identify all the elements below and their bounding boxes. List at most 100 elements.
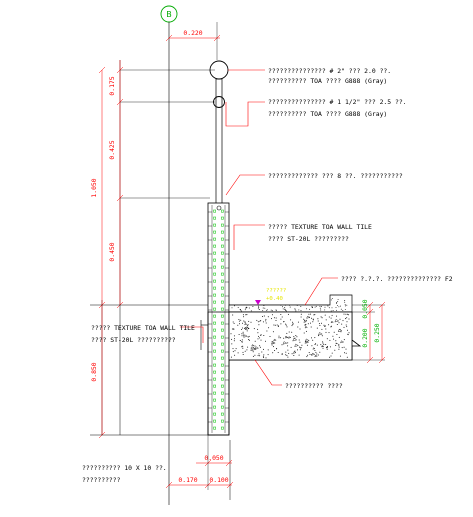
hatch-dot bbox=[311, 317, 312, 319]
hatch-dot bbox=[299, 328, 301, 330]
hatch-dot bbox=[329, 356, 331, 358]
hatch-dot bbox=[232, 321, 234, 323]
leader-floor bbox=[304, 277, 338, 306]
note-tile-right-1: ????? TEXTURE TOA WALL TILE bbox=[268, 223, 372, 231]
hatch-dot bbox=[346, 326, 348, 328]
hatch-dot bbox=[321, 317, 323, 319]
hatch-aggregate bbox=[304, 340, 310, 344]
hatch-dot bbox=[338, 322, 340, 324]
hatch-dot bbox=[329, 346, 331, 348]
hatch-dot bbox=[334, 349, 336, 351]
hatch-dot bbox=[342, 310, 344, 312]
hatch-dot bbox=[324, 314, 326, 316]
hatch-dot bbox=[332, 310, 334, 312]
hatch-dot bbox=[262, 355, 264, 357]
hatch-dot bbox=[291, 331, 293, 333]
hatch-dot bbox=[285, 351, 287, 353]
hatch-dot bbox=[233, 322, 235, 324]
concrete-hatch bbox=[230, 313, 350, 359]
hatch-dot bbox=[280, 323, 282, 325]
hatch-dot bbox=[310, 326, 312, 328]
hatch-dot bbox=[300, 347, 302, 349]
hatch-dot bbox=[330, 317, 332, 319]
hatch-dot bbox=[333, 331, 335, 333]
hatch-dot bbox=[260, 334, 261, 336]
hatch-dot bbox=[253, 348, 255, 350]
hatch-dot bbox=[293, 336, 295, 338]
hatch-dot bbox=[338, 346, 340, 348]
hatch-dot bbox=[281, 344, 283, 346]
rebar-mark bbox=[213, 237, 216, 241]
rebar-mark bbox=[213, 426, 216, 430]
hatch-dot bbox=[317, 320, 319, 322]
hatch-dot bbox=[347, 329, 348, 331]
hatch-dot bbox=[304, 324, 306, 326]
hatch-dot bbox=[259, 337, 261, 339]
hatch-dot bbox=[281, 354, 283, 355]
hatch-dot bbox=[257, 308, 259, 310]
hatch-dot bbox=[323, 324, 325, 326]
hatch-dot bbox=[320, 316, 322, 318]
hatch-dot bbox=[346, 356, 348, 358]
hatch-dot bbox=[339, 355, 341, 357]
hatch-dot bbox=[329, 339, 331, 341]
rebar-mark bbox=[221, 356, 224, 360]
hatch-dot bbox=[314, 314, 316, 316]
rebar-mark bbox=[213, 300, 216, 304]
rebar-mark bbox=[221, 209, 224, 213]
hatch-dot bbox=[336, 343, 338, 345]
hatch-dot bbox=[252, 355, 254, 357]
hatch-dot bbox=[285, 310, 287, 312]
hatch-dot bbox=[337, 298, 339, 300]
hatch-dot bbox=[292, 323, 294, 325]
hatch-dot bbox=[272, 352, 274, 354]
hatch-aggregate bbox=[244, 323, 248, 326]
hatch-dot bbox=[298, 354, 300, 356]
note-rail-top-2: ?????????? TOA ???? G888 (Gray) bbox=[268, 77, 387, 85]
note-tile-right-2: ???? ST-20L ????????? bbox=[268, 235, 349, 243]
hatch-dot bbox=[326, 338, 328, 340]
hatch-dot bbox=[311, 337, 312, 339]
hatch-dot bbox=[237, 352, 239, 354]
hatch-dot bbox=[246, 306, 248, 308]
hatch-dot bbox=[257, 355, 259, 357]
hatch-dot bbox=[262, 307, 264, 309]
hatch-dot bbox=[321, 335, 323, 337]
hatch-aggregate bbox=[303, 320, 307, 323]
hatch-dot bbox=[312, 319, 314, 321]
rebar-mark bbox=[213, 356, 216, 360]
hatch-dot bbox=[303, 332, 305, 334]
hatch-dot bbox=[295, 310, 297, 312]
hatch-dot bbox=[263, 335, 265, 336]
hatch-dot bbox=[319, 351, 321, 353]
hatch-dot bbox=[267, 354, 269, 356]
rebar-mark bbox=[213, 419, 216, 423]
hatch-dot bbox=[312, 339, 314, 341]
hatch-dot bbox=[241, 335, 243, 337]
hatch-dot bbox=[254, 340, 256, 342]
dim-slab-total: 0.250 bbox=[373, 323, 381, 342]
rebar-mark bbox=[221, 223, 224, 227]
hatch-dot bbox=[232, 351, 234, 353]
hatch-dot bbox=[297, 321, 299, 323]
hatch-aggregate bbox=[271, 341, 276, 345]
hatch-dot bbox=[344, 352, 345, 354]
hatch-dot bbox=[322, 347, 324, 349]
note-footing-2: ?????????? bbox=[82, 476, 121, 484]
hatch-dot bbox=[248, 339, 249, 341]
rebar-mark bbox=[213, 384, 216, 388]
hatch-dot bbox=[307, 323, 309, 325]
hatch-dot bbox=[288, 304, 290, 306]
rebar-mark bbox=[221, 286, 224, 290]
hatch-dot bbox=[231, 343, 233, 345]
hatch-dot bbox=[241, 333, 243, 335]
hatch-dot bbox=[240, 319, 242, 321]
hatch-dot bbox=[242, 314, 244, 316]
hatch-dot bbox=[348, 314, 350, 316]
hatch-dot bbox=[243, 316, 245, 318]
rebar-mark bbox=[221, 398, 224, 402]
hatch-dot bbox=[308, 313, 310, 315]
rebar-mark bbox=[213, 244, 216, 248]
hatch-dot bbox=[249, 339, 250, 341]
hatch-dot bbox=[246, 330, 248, 332]
